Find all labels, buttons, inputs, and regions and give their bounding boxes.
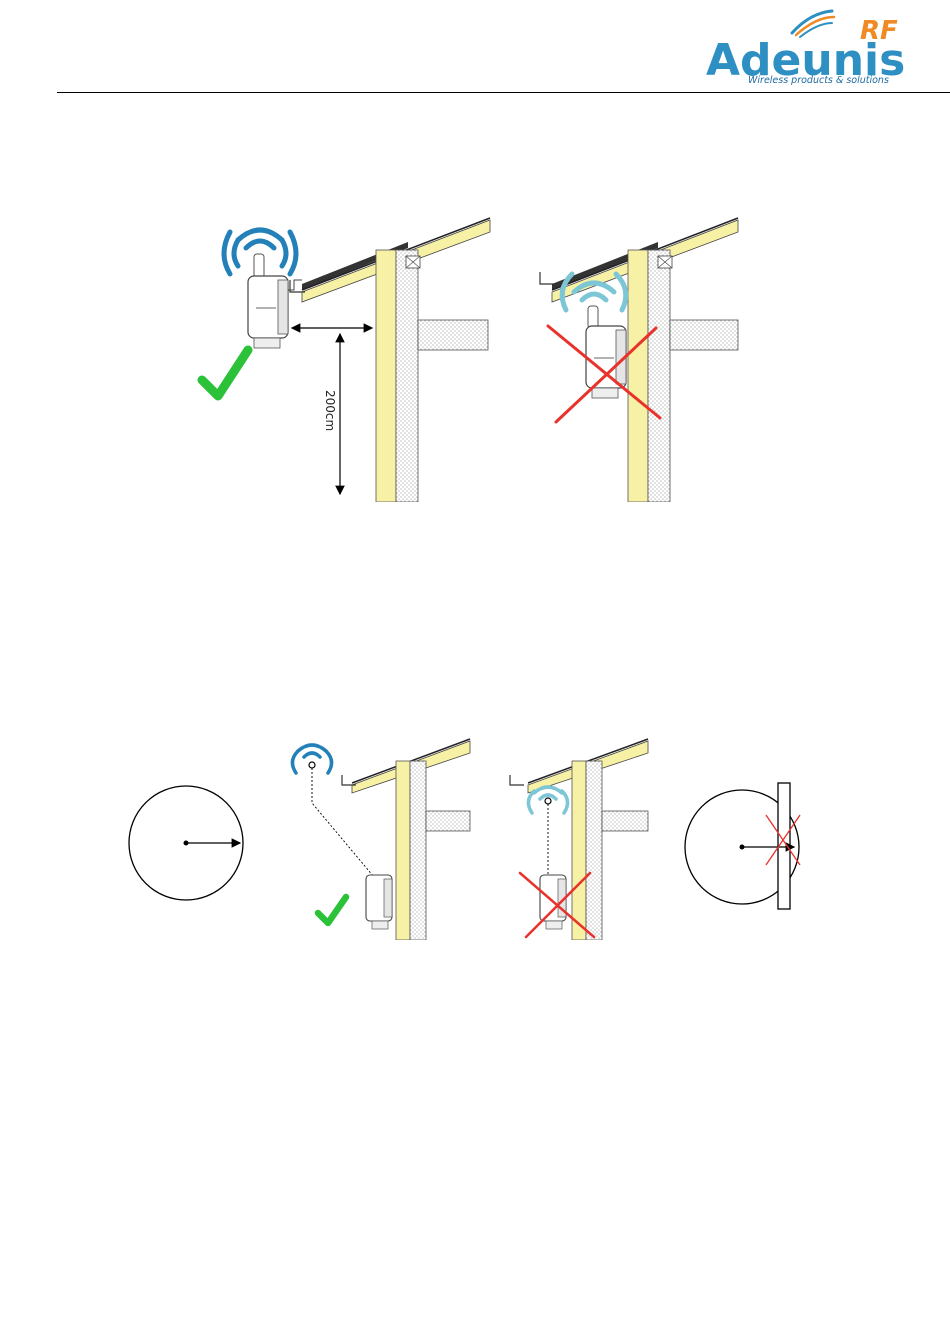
scene-remote-antenna-incorrect bbox=[510, 739, 648, 940]
clearance-circle-obstructed bbox=[685, 783, 800, 909]
logo-rf-text: RF bbox=[860, 16, 898, 46]
green-check-icon bbox=[318, 897, 346, 923]
figure-antenna-clearance bbox=[120, 735, 820, 940]
scene-remote-antenna-correct bbox=[292, 739, 470, 940]
clearance-circle-free bbox=[129, 786, 243, 900]
figure-mounting-distance: 200cm bbox=[190, 210, 750, 502]
panel-correct-placement: 200cm bbox=[202, 218, 490, 502]
panel-incorrect-placement bbox=[540, 218, 738, 502]
distance-label: 200cm bbox=[323, 390, 337, 431]
header-divider bbox=[57, 92, 950, 93]
logo-tagline: Wireless products & solutions bbox=[748, 75, 889, 85]
logo-swoosh-icon bbox=[792, 11, 834, 37]
green-check-icon bbox=[202, 350, 248, 396]
building-wall-right bbox=[540, 218, 738, 502]
adeunis-rf-logo: Adeunis RF Wireless products & solutions bbox=[700, 5, 920, 85]
building-wall-left bbox=[290, 218, 490, 502]
